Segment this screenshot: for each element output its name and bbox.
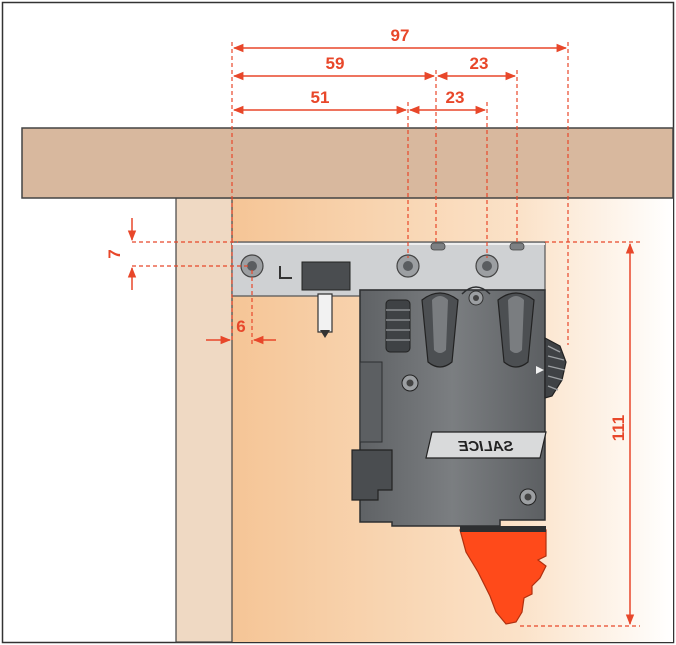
body-screw-upper — [401, 374, 419, 392]
top-connector — [461, 286, 491, 306]
body-side-block — [359, 361, 383, 443]
top-shelf — [21, 127, 674, 199]
ribbed-grip — [385, 299, 411, 353]
cylinder-right — [497, 292, 535, 368]
side-panel — [175, 197, 233, 643]
release-lever — [459, 529, 547, 625]
clip-module — [301, 261, 351, 291]
screw-right — [475, 254, 499, 278]
adjustment-wheel — [544, 337, 567, 399]
alignment-mark — [279, 266, 292, 279]
lever-hinge — [460, 526, 546, 532]
dim-label-59: 59 — [326, 54, 345, 73]
cylinder-left — [421, 292, 459, 368]
dim-label-23-mid: 23 — [446, 88, 465, 107]
dim-label-111: 111 — [609, 415, 628, 442]
brand-plate: SALICE — [425, 431, 547, 459]
screw-middle — [396, 254, 420, 278]
body-screw-lower — [519, 488, 537, 506]
slot-hole-2 — [509, 242, 525, 251]
dim-label-51: 51 — [311, 88, 330, 107]
brand-logo: SALICE — [458, 438, 514, 455]
dim-label-97: 97 — [391, 26, 410, 45]
dim-label-23-top: 23 — [470, 54, 489, 73]
dim-label-6: 6 — [236, 317, 245, 336]
dimension-lines — [127, 42, 640, 627]
dim-label-7: 7 — [105, 249, 124, 258]
clip-pin — [317, 293, 333, 333]
clip-pin-tip — [320, 330, 330, 338]
slot-hole-1 — [430, 242, 446, 251]
direction-marker — [536, 366, 544, 374]
body-bottom-block — [351, 449, 393, 501]
